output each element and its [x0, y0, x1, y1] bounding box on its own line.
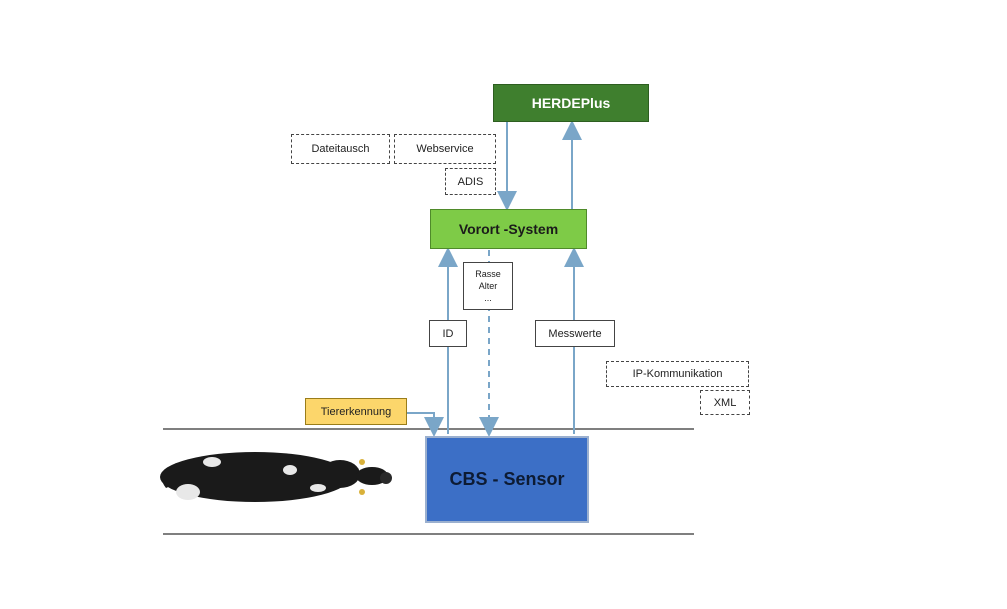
herdeplus-node: HERDEPlus: [493, 84, 649, 122]
rasse-alter-label: Rasse Alter ...: [463, 262, 513, 310]
cbs-sensor-node: CBS - Sensor: [425, 436, 589, 523]
dateitausch-label: Dateitausch: [291, 134, 390, 164]
adis-label: ADIS: [445, 168, 496, 195]
arrow-tierkennung-to-sensor: [407, 412, 444, 437]
xml-label: XML: [700, 390, 750, 415]
tierkennung-node: Tiererkennung: [305, 398, 407, 425]
vorort-system-node: Vorort -System: [430, 209, 587, 249]
ellipsis-text: ...: [484, 293, 492, 303]
ip-kommunikation-label: IP-Kommunikation: [606, 361, 749, 387]
messwerte-label: Messwerte: [535, 320, 615, 347]
rasse-text: Rasse: [475, 269, 501, 279]
webservice-label: Webservice: [394, 134, 496, 164]
id-label: ID: [429, 320, 467, 347]
alter-text: Alter: [478, 281, 498, 291]
cow-image: [160, 452, 392, 502]
